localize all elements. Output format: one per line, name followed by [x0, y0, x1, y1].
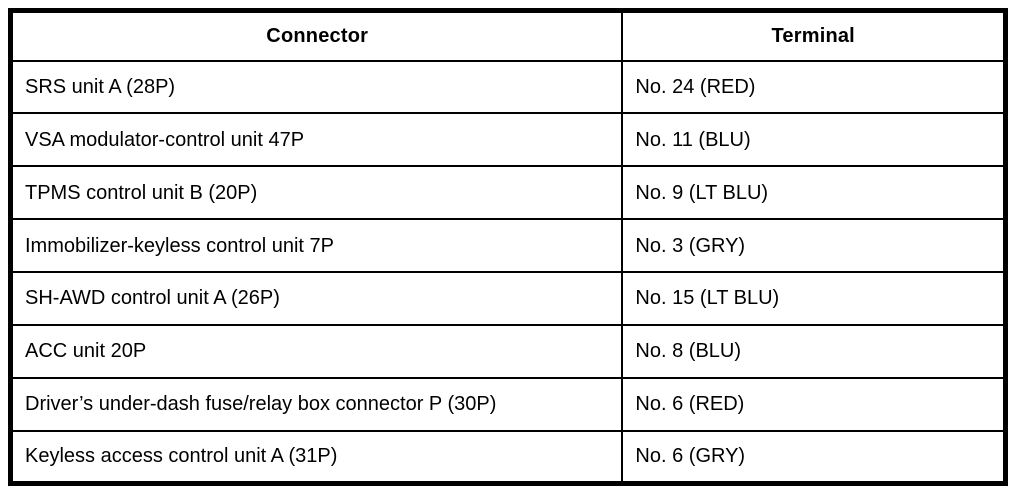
connector-cell: TPMS control unit B (20P) [9, 165, 624, 221]
connector-cell: VSA modulator-control unit 47P [9, 112, 624, 168]
table-row: SRS unit A (28P) No. 24 (RED) [9, 59, 1007, 115]
table-row: ACC unit 20P No. 8 (BLU) [9, 323, 1007, 379]
table-row: SH-AWD control unit A (26P) No. 15 (LT B… [9, 271, 1007, 326]
connector-cell: Driver’s under-dash fuse/relay box conne… [9, 376, 624, 432]
table-row: TPMS control unit B (20P) No. 9 (LT BLU) [9, 165, 1007, 221]
terminal-cell: No. 6 (RED) [621, 376, 1007, 432]
connector-cell: Immobilizer-keyless control unit 7P [9, 218, 624, 273]
connector-cell: ACC unit 20P [9, 323, 624, 379]
terminal-cell: No. 6 (GRY) [621, 429, 1007, 485]
column-header-connector: Connector [9, 9, 624, 62]
connector-cell: SH-AWD control unit A (26P) [9, 271, 624, 326]
header-row: Connector Terminal [9, 9, 1007, 62]
terminal-cell: No. 11 (BLU) [621, 112, 1007, 168]
table-row: Immobilizer-keyless control unit 7P No. … [9, 218, 1007, 273]
terminal-cell: No. 9 (LT BLU) [621, 165, 1007, 221]
terminal-cell: No. 15 (LT BLU) [621, 271, 1007, 326]
column-header-terminal: Terminal [621, 9, 1007, 62]
terminal-cell: No. 3 (GRY) [621, 218, 1007, 273]
connector-cell: SRS unit A (28P) [9, 59, 624, 115]
connector-cell: Keyless access control unit A (31P) [9, 429, 624, 485]
connector-terminal-table: Connector Terminal SRS unit A (28P) No. … [8, 8, 1008, 486]
spec-table: Connector Terminal SRS unit A (28P) No. … [8, 8, 1008, 486]
terminal-cell: No. 24 (RED) [621, 59, 1007, 115]
table-row: Driver’s under-dash fuse/relay box conne… [9, 376, 1007, 432]
table-row: VSA modulator-control unit 47P No. 11 (B… [9, 112, 1007, 168]
terminal-cell: No. 8 (BLU) [621, 323, 1007, 379]
table-row: Keyless access control unit A (31P) No. … [9, 429, 1007, 485]
